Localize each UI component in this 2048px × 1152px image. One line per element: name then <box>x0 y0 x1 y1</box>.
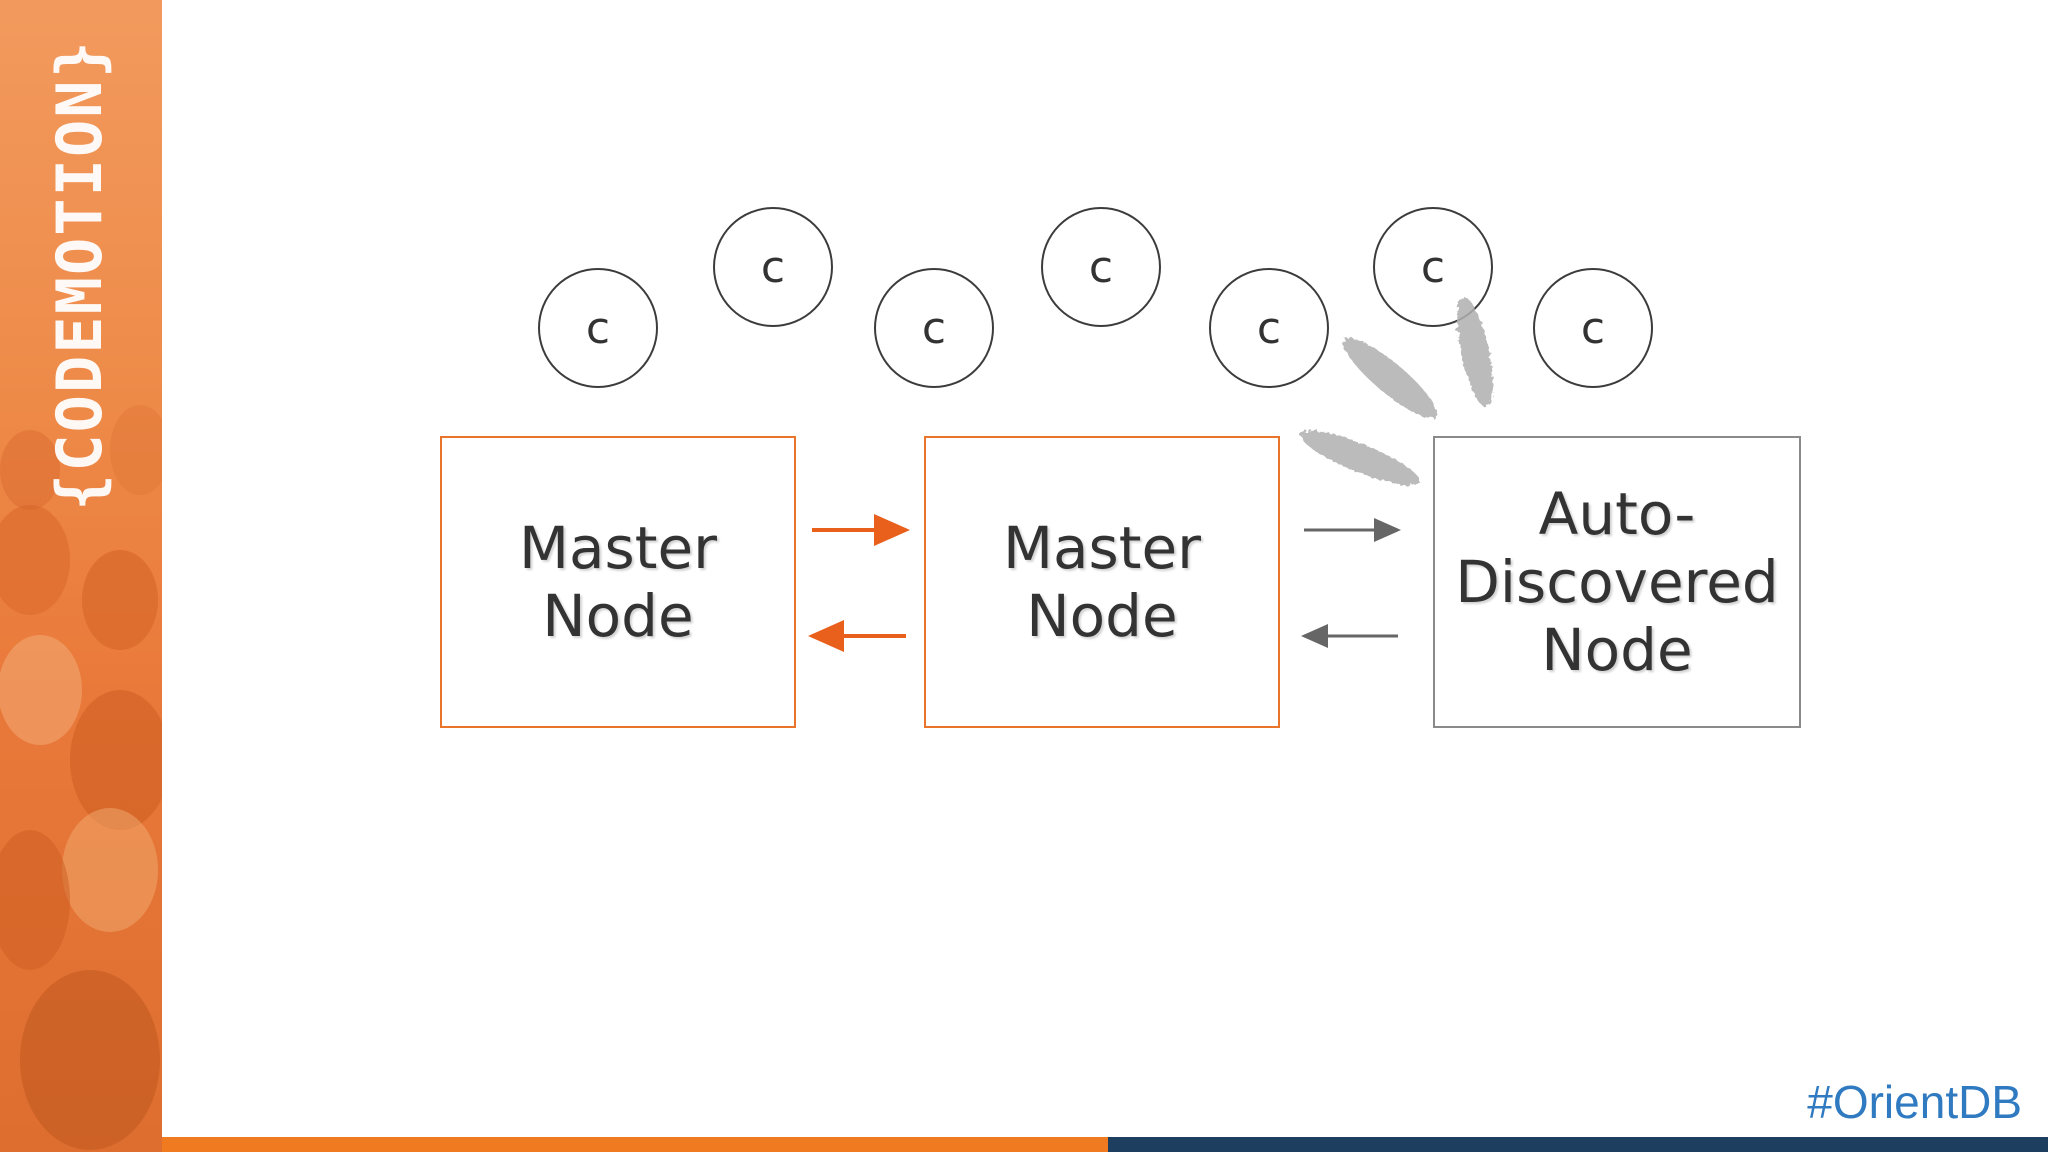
master-node-1: Master Node <box>440 436 796 728</box>
diagram-connectors <box>808 297 1493 652</box>
client-node-1: c <box>538 268 658 388</box>
auto-discovered-node: Auto- Discovered Node <box>1433 436 1801 728</box>
client-node-2: c <box>713 207 833 327</box>
master-node-2: Master Node <box>924 436 1280 728</box>
footer-bar-navy <box>1108 1137 2048 1152</box>
footer-bar-orange <box>162 1137 1108 1152</box>
client-node-5: c <box>1209 268 1329 388</box>
hashtag-label: #OrientDB <box>1807 1076 2022 1128</box>
codemotion-logo: {CODEMOTION} <box>43 39 116 511</box>
client-node-6: c <box>1373 207 1493 327</box>
client-node-3: c <box>874 268 994 388</box>
client-node-4: c <box>1041 207 1161 327</box>
brand-sidebar: {CODEMOTION} <box>0 0 162 1152</box>
discovery-signal-marks <box>1300 297 1493 486</box>
slide-canvas: c c c c c c c Master Node Maste <box>162 0 2048 1137</box>
crowd-photo-image <box>0 405 162 1150</box>
client-node-7: c <box>1533 268 1653 388</box>
